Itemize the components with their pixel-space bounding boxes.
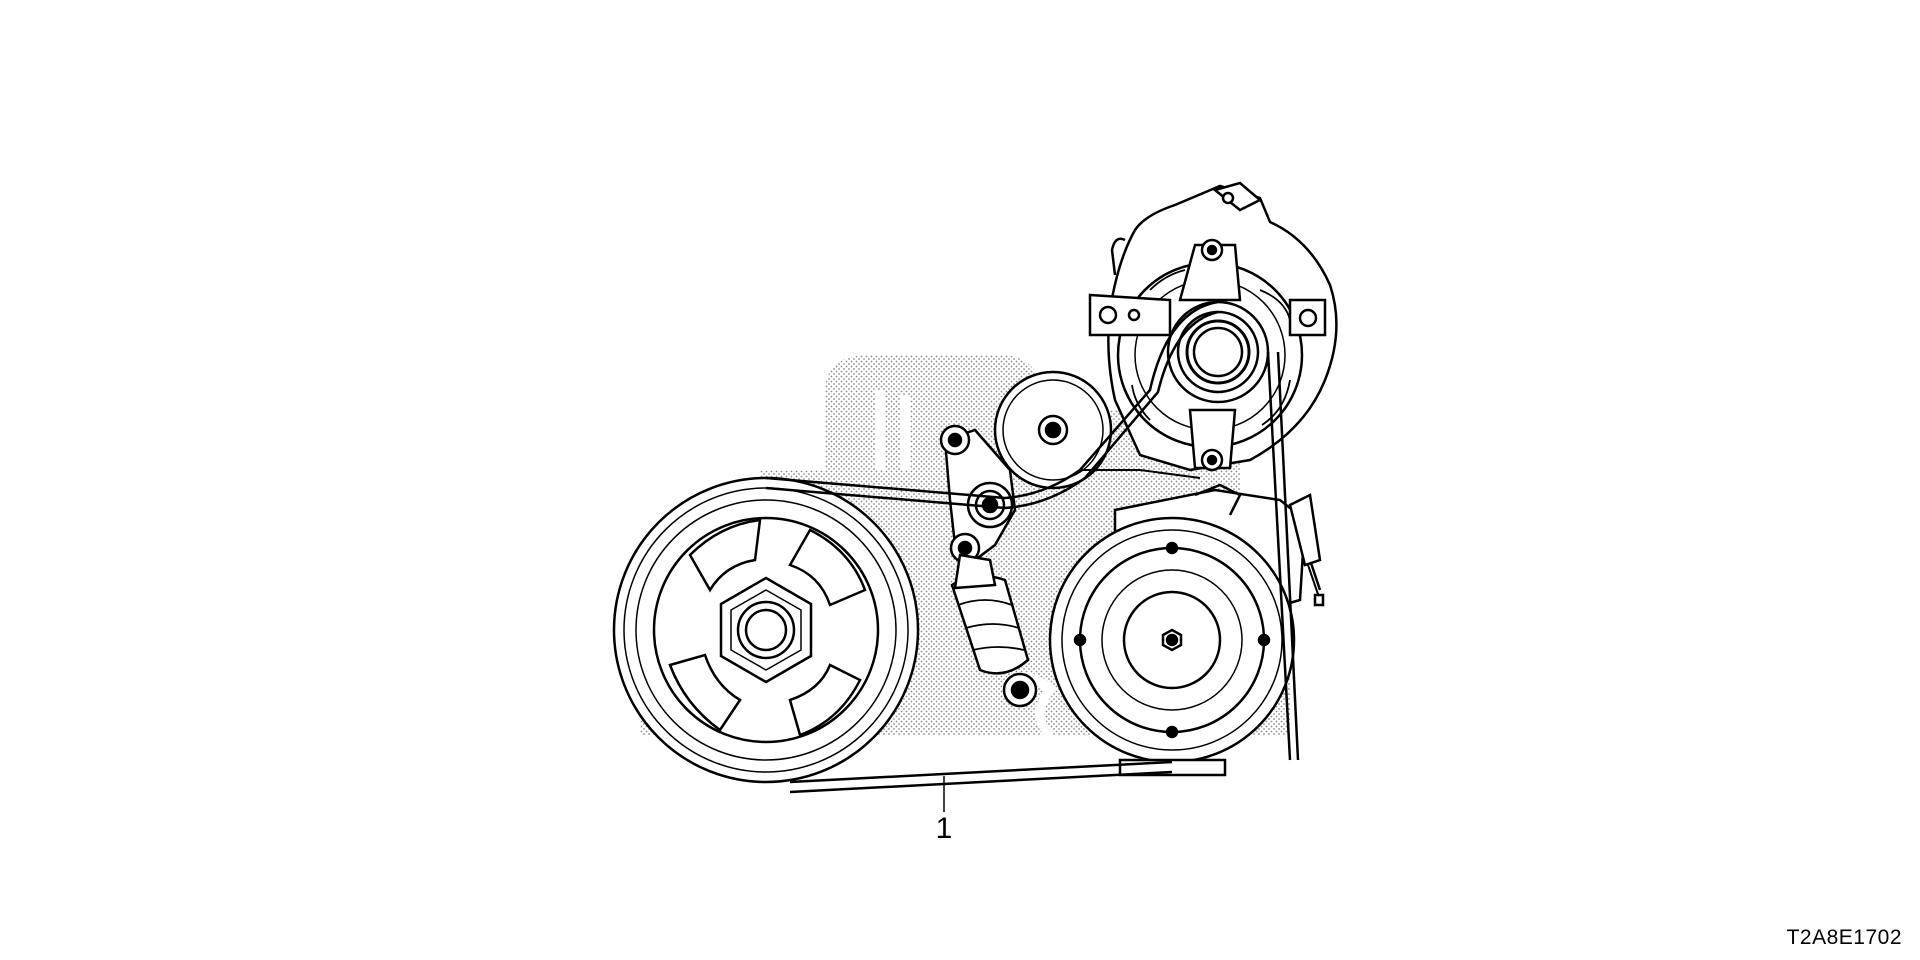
diagram-code: T2A8E1702 bbox=[1786, 926, 1902, 949]
crankshaft-pulley bbox=[612, 476, 920, 784]
callout-number-1: 1 bbox=[935, 812, 953, 845]
ac-compressor bbox=[1048, 483, 1325, 777]
belt-tensioner bbox=[939, 424, 1038, 708]
idler-pulley bbox=[993, 370, 1113, 490]
drive-belt bbox=[765, 300, 1300, 794]
